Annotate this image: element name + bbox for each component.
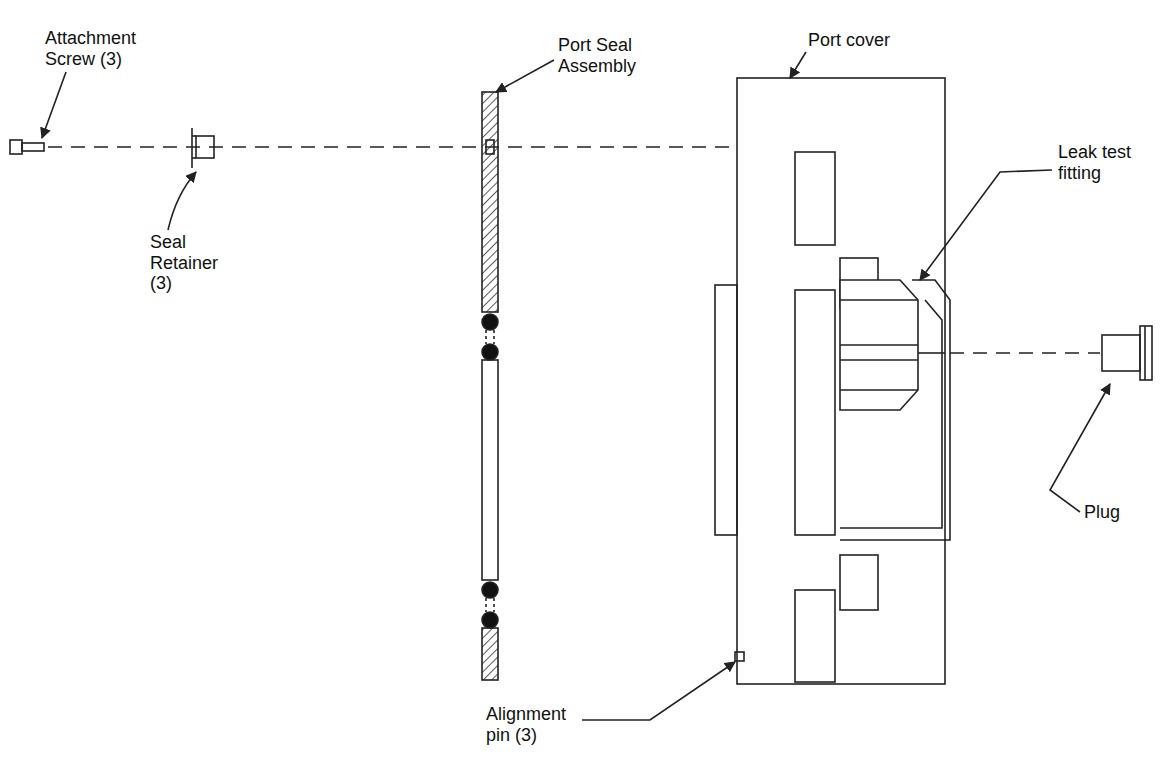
part-label: Leak test fitting bbox=[1058, 142, 1146, 183]
leader-line bbox=[1050, 384, 1110, 512]
leader-line bbox=[582, 662, 735, 720]
part-label: Port Seal Assembly bbox=[558, 35, 650, 76]
leader-line bbox=[920, 170, 1052, 280]
screw-symbol bbox=[10, 140, 44, 154]
retainer-symbol bbox=[192, 128, 214, 168]
plug-symbol bbox=[1102, 326, 1152, 380]
leader-line bbox=[790, 52, 806, 78]
part-label: Alignment pin (3) bbox=[486, 704, 581, 745]
leader-line bbox=[42, 72, 66, 138]
fitting-symbol bbox=[840, 280, 950, 540]
center-line bbox=[48, 146, 735, 148]
port-cover bbox=[715, 78, 945, 684]
leader-line bbox=[168, 172, 196, 230]
part-label: Plug bbox=[1084, 502, 1144, 523]
part-label: Port cover bbox=[808, 30, 928, 51]
seal-assembly bbox=[482, 92, 498, 680]
part-label: Seal Retainer (3) bbox=[150, 232, 230, 294]
part-label: Attachment Screw (3) bbox=[45, 28, 145, 69]
leader-line bbox=[496, 60, 554, 92]
center-line bbox=[950, 352, 1100, 354]
